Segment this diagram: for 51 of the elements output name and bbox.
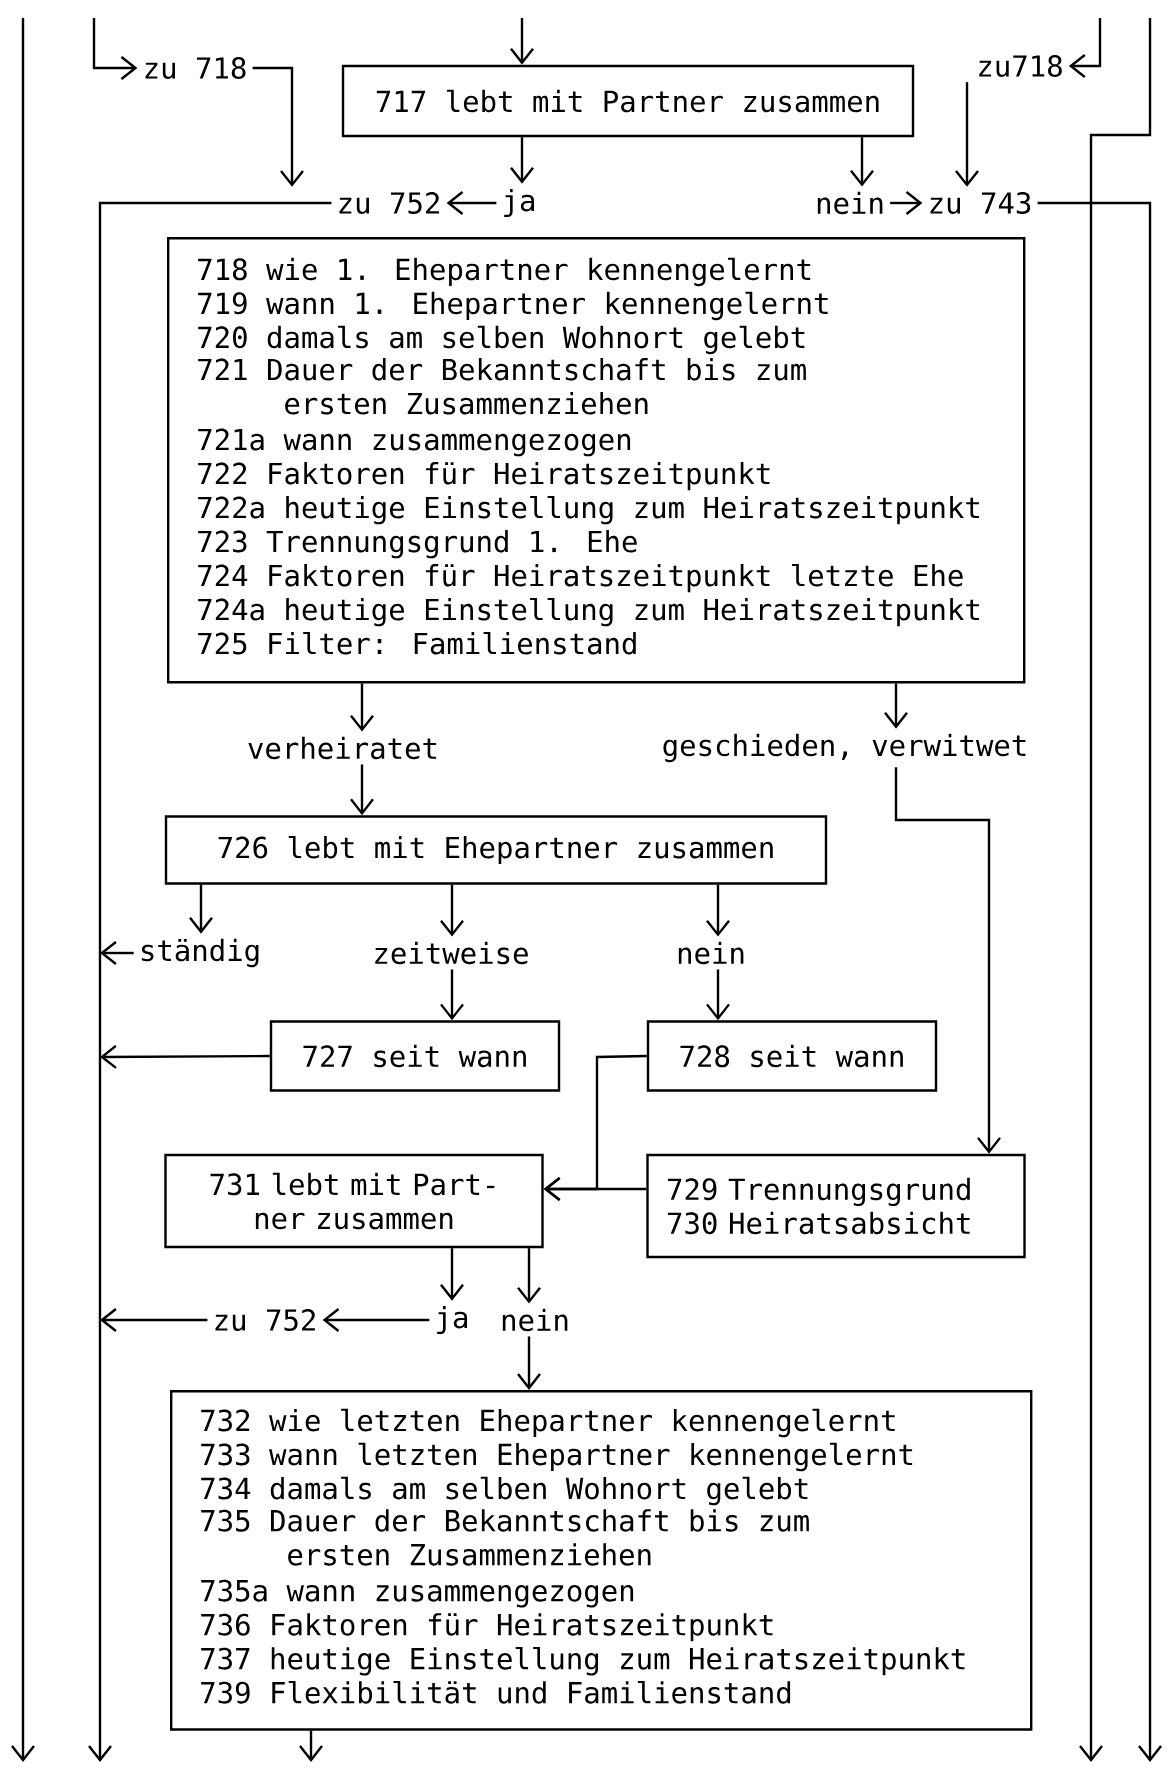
question-list-box: 732 wie letzten Ehepartner kennengelernt 733 wann letzten Ehepartner kennengelernt 734 damals am selben Wohnort gelebt 735 Dauer der Bekanntschaft bis zum ersten Zusammenziehen 735a wann zusammengezogen 736 Faktoren für Heiratszeitpunkt 737 heutige Einstellung zum Heiratszeitpunkt 739 Flexibilität und Familienstand: [170, 1390, 1033, 1731]
arrow: [517, 1248, 541, 1304]
answer-label: verheiratet: [248, 736, 437, 760]
arrow: [706, 884, 730, 937]
arrow: [350, 683, 374, 732]
arrow: [517, 1336, 541, 1390]
arrow: [510, 137, 534, 184]
process-box: 731 lebt mit Part-ner zusammen: [164, 1153, 544, 1249]
arrow: [884, 683, 908, 729]
jump-label: zu 718: [145, 57, 246, 79]
arrow: [955, 82, 979, 187]
arrow: [850, 137, 874, 187]
arrow: [706, 969, 730, 1021]
jump-label: zu718: [979, 55, 1062, 77]
arrow: [252, 66, 304, 187]
answer-label: nein: [502, 1308, 568, 1332]
answer-label: ja: [504, 188, 534, 218]
process-box: 726 lebt mit Ehepartner zusammen: [164, 815, 828, 885]
arrow: [100, 1044, 270, 1069]
arrow: [446, 191, 497, 215]
arrow: [1037, 201, 1162, 1762]
arrow: [322, 1308, 430, 1332]
process-box: 727 seit wann: [269, 1020, 561, 1092]
process-box: 728 seit wann: [646, 1020, 938, 1092]
process-box: 717 lebt mit Partner zusammen: [341, 64, 915, 138]
jump-label: zu 752: [215, 1309, 315, 1331]
process-box: 729 Trennungsgrund 730 Heiratsabsicht: [646, 1153, 1026, 1259]
jump-label: zu 743: [930, 192, 1031, 214]
arrow: [440, 884, 464, 937]
arrow: [1068, 18, 1102, 78]
arrow: [894, 767, 1001, 1154]
question-list-box: 718 wie 1. Ehepartner kennengelernt 719 wann 1. Ehepartner kennengelernt 720 damals am selben Wohnort gelebt 721 Dauer der Bekanntschaft bis zum ersten Zusammenziehen 721a wann zusammengezogen 722 Faktoren für Heiratszeitpunkt 722a heutige Einstellung zum Heiratszeitpunkt 723 Trennungsgrund 1. Ehe 724 Faktoren für Heiratszeitpunkt letzte Ehe 724a heutige Einstellung zum Heiratszeitpunkt 725 Filter: Familienstand: [167, 237, 1026, 684]
arrow: [100, 1308, 208, 1332]
answer-label: geschieden, verwitwet: [663, 733, 1026, 763]
answer-label: nein: [678, 941, 744, 965]
arrow: [510, 18, 534, 65]
answer-label: ständig: [141, 938, 259, 968]
arrow: [890, 191, 923, 215]
jump-label: zu 752: [339, 192, 439, 214]
arrow: [440, 969, 464, 1021]
arrow: [440, 1248, 464, 1301]
arrow: [92, 18, 138, 80]
answer-label: zeitweise: [375, 941, 528, 965]
arrow: [189, 884, 213, 934]
arrow: [350, 764, 374, 816]
arrow: [543, 1177, 647, 1201]
answer-label: nein: [817, 191, 883, 215]
arrow: [88, 201, 332, 1762]
answer-label: ja: [437, 1305, 467, 1335]
arrow: [100, 941, 134, 965]
arrow: [299, 1730, 323, 1762]
